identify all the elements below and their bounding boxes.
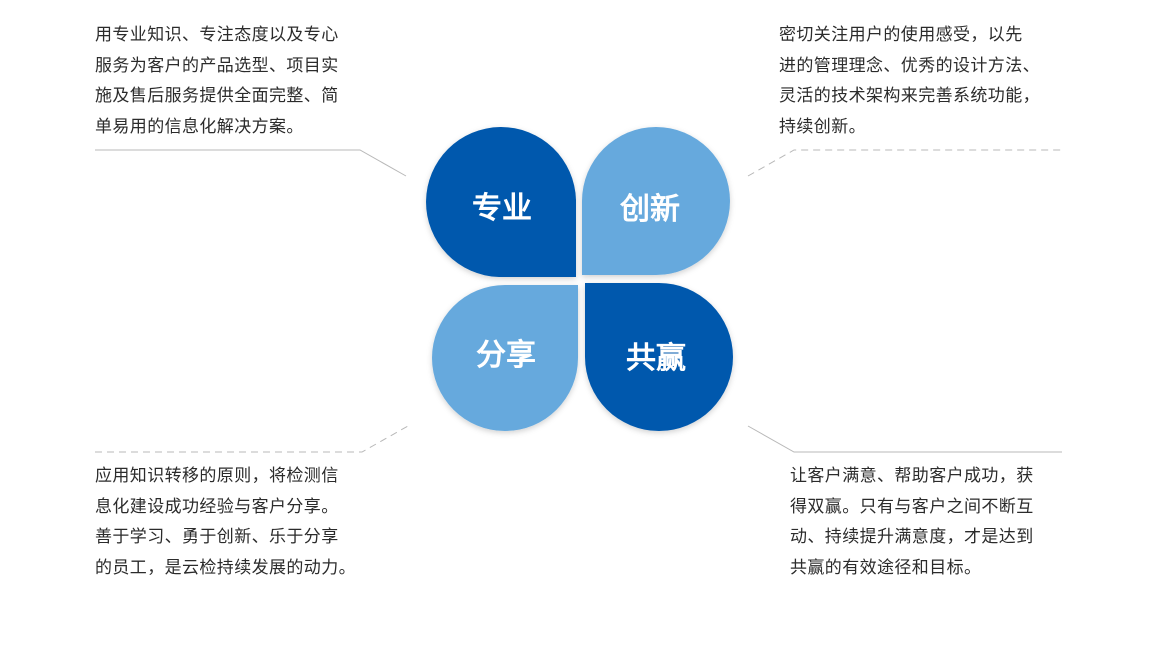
petal-label-innovation: 创新 bbox=[619, 192, 680, 227]
description-line: 得双赢。只有与客户之间不断互 bbox=[790, 496, 1034, 517]
description-line: 善于学习、勇于创新、乐于分享 bbox=[95, 527, 339, 547]
description-line: 灵活的技术架构来完善系统功能， bbox=[779, 86, 1040, 106]
description-line: 持续创新。 bbox=[779, 116, 866, 137]
description-line: 的员工，是云检持续发展的动力。 bbox=[95, 557, 356, 578]
connector-top-right bbox=[747, 149, 1062, 177]
petal-label-professional: 专业 bbox=[472, 191, 532, 226]
description-line: 让客户满意、帮助客户成功，获 bbox=[790, 466, 1034, 486]
description-professional: 用专业知识、专注态度以及专心 服务为客户的产品选型、项目实 施及售后服务提供全面… bbox=[95, 20, 385, 142]
connector-top-left bbox=[95, 149, 407, 177]
description-line: 单易用的信息化解决方案。 bbox=[95, 116, 304, 137]
description-win-win: 让客户满意、帮助客户成功，获 得双赢。只有与客户之间不断互 动、持续提升满意度，… bbox=[790, 461, 1080, 583]
description-line: 施及售后服务提供全面完整、简 bbox=[95, 86, 339, 106]
petal-label-sharing: 分享 bbox=[476, 338, 536, 373]
petal-top-left bbox=[426, 127, 576, 277]
petal-bottom-left bbox=[432, 285, 578, 431]
petal-label-win-win: 共赢 bbox=[626, 341, 686, 376]
description-line: 应用知识转移的原则，将检测信 bbox=[95, 466, 339, 486]
description-line: 动、持续提升满意度，才是达到 bbox=[790, 527, 1034, 547]
description-line: 密切关注用户的使用感受，以先 bbox=[779, 25, 1023, 45]
petal-top-right bbox=[582, 127, 730, 275]
connector-lines bbox=[95, 149, 1062, 453]
connector-bottom-right bbox=[747, 425, 1062, 453]
description-line: 共赢的有效途径和目标。 bbox=[790, 557, 982, 578]
description-line: 进的管理理念、优秀的设计方法、 bbox=[779, 55, 1040, 76]
petal-bottom-right bbox=[585, 283, 733, 431]
description-sharing: 应用知识转移的原则，将检测信 息化建设成功经验与客户分享。 善于学习、勇于创新、… bbox=[95, 461, 395, 583]
description-line: 息化建设成功经验与客户分享。 bbox=[95, 496, 339, 517]
description-line: 用专业知识、专注态度以及专心 bbox=[95, 25, 339, 45]
description-innovation: 密切关注用户的使用感受，以先 进的管理理念、优秀的设计方法、 灵活的技术架构来完… bbox=[779, 20, 1079, 142]
connector-bottom-left bbox=[95, 425, 409, 453]
description-line: 服务为客户的产品选型、项目实 bbox=[95, 55, 339, 76]
